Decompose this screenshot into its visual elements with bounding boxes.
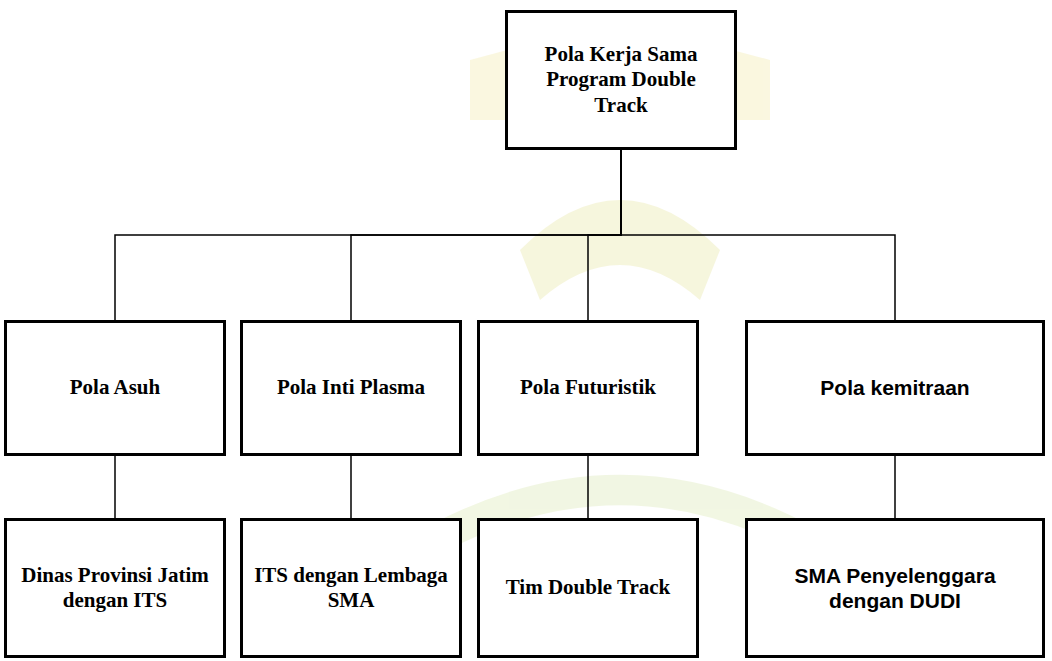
partner-box: ITS dengan Lembaga SMA [240, 518, 462, 658]
tree-connector [587, 456, 589, 518]
box-label: Pola Asuh [70, 375, 160, 400]
box-label: SMA Penyelenggara dengan DUDI [758, 563, 1032, 613]
tree-connector [588, 150, 621, 320]
box-label: Pola kemitraan [820, 375, 969, 400]
tree-connector [621, 150, 895, 320]
tree-connector [894, 456, 896, 518]
box-label: Tim Double Track [506, 575, 671, 600]
partner-box: Tim Double Track [477, 518, 699, 658]
tree-connector [114, 456, 116, 518]
pattern-box: Pola Inti Plasma [240, 320, 462, 456]
box-label: Pola Kerja Sama Program Double Track [518, 42, 724, 118]
root-box: Pola Kerja Sama Program Double Track [505, 10, 737, 150]
box-label: ITS dengan Lembaga SMA [253, 563, 449, 613]
tree-connector [351, 150, 621, 320]
pattern-box: Pola Asuh [4, 320, 226, 456]
partner-box: SMA Penyelenggara dengan DUDI [745, 518, 1045, 658]
box-label: Dinas Provinsi Jatim dengan ITS [17, 563, 213, 613]
tree-connector [115, 150, 621, 320]
watermark-shape [520, 200, 720, 300]
box-label: Pola Inti Plasma [277, 375, 425, 400]
pattern-box: Pola Futuristik [477, 320, 699, 456]
box-label: Pola Futuristik [520, 375, 656, 400]
tree-connector [350, 456, 352, 518]
pattern-box: Pola kemitraan [745, 320, 1045, 456]
partner-box: Dinas Provinsi Jatim dengan ITS [4, 518, 226, 658]
watermark [400, 20, 840, 560]
